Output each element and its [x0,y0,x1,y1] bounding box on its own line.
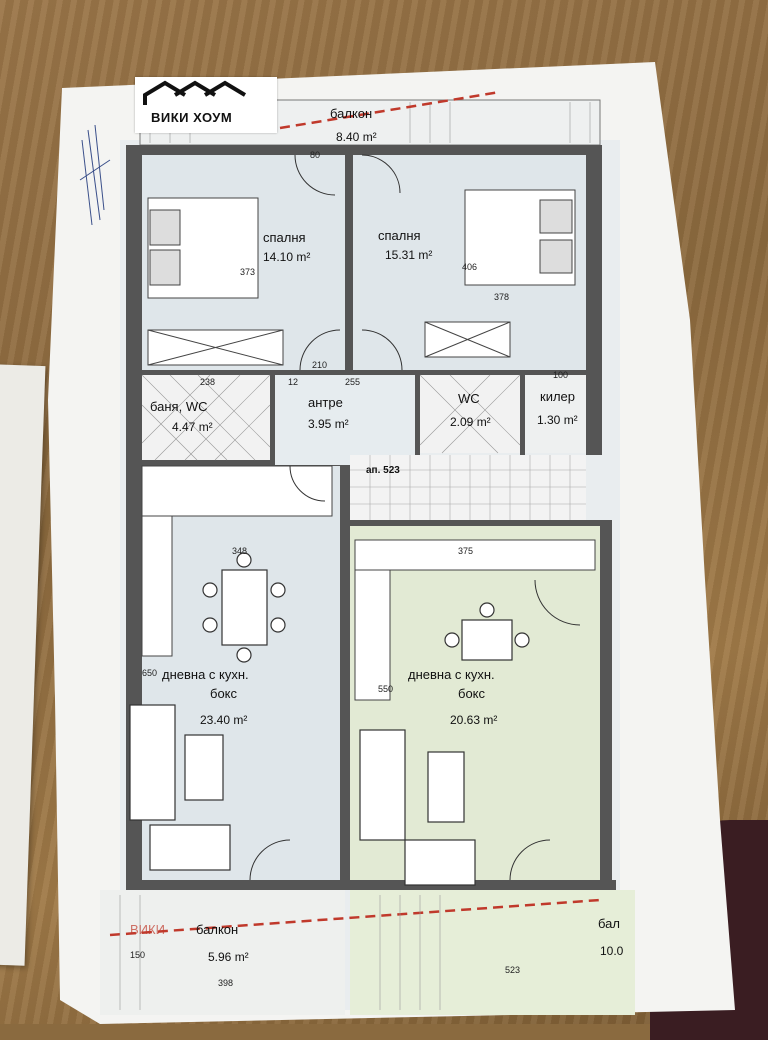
walls [126,145,616,890]
living1-name-line1: дневна с кухн. [162,667,249,682]
balcony-top-area: 8.40 m² [336,130,377,144]
bedroom1-name: спалня [263,230,306,245]
dim-373: 373 [240,267,256,277]
bed-furniture [147,189,576,299]
bath-tiles [141,374,271,461]
sofas [129,704,476,886]
wc-area: 2.09 m² [450,415,491,429]
living1-area: 23.40 m² [200,713,248,727]
dim-398: 398 [218,978,234,988]
bedroom2-area: 15.31 m² [385,248,433,262]
balcony-red-line-bottom [109,898,601,937]
living2-name-line1: дневна с кухн. [408,667,495,682]
bath-area: 4.47 m² [172,420,213,434]
landing-floor [350,455,586,520]
storage-area: 1.30 m² [537,413,578,427]
balcony-bottom-left [100,890,345,1015]
balcony-bl-area: 5.96 m² [208,950,249,964]
balcony-bottom-hatch [119,895,441,1010]
dim-12: 12 [288,377,299,387]
dim-348: 348 [232,546,248,556]
balcony-br-name: бал [598,916,620,931]
balcony-watermark: ВИКИ [130,922,165,937]
pencil-scribble [79,124,111,226]
entry-floor [275,375,415,465]
stairs-label: ап. 523 [366,465,400,476]
company-logo: ВИКИ ХОУМ [135,77,277,133]
balcony-bl-name: балкон [196,922,239,937]
living1-name-line2: бокс [210,686,238,701]
storage-floor [525,375,586,453]
landing-grid [350,455,586,520]
dim-80: 80 [310,150,321,160]
dim-210: 210 [312,360,328,370]
dim-238: 238 [200,377,216,387]
bedroom1-area: 14.10 m² [263,250,311,264]
house-roof-icon [143,80,247,105]
balcony-br-area: 10.0 [600,944,624,958]
kitchen-counters [141,465,596,701]
balcony-bottom-right [350,890,635,1015]
dim-550: 550 [378,684,394,694]
dim-378: 378 [494,292,510,302]
dim-150: 150 [130,950,146,960]
wc-name: WC [458,391,480,406]
bath-floor [142,375,270,460]
wc-floor [420,375,520,453]
dim-100: 100 [553,370,569,380]
entry-name: антре [308,395,343,410]
wc-tiles [419,374,521,454]
logo-text: ВИКИ ХОУМ [151,110,233,125]
dim-406: 406 [462,262,478,272]
dim-255: 255 [345,377,361,387]
entry-area: 3.95 m² [308,417,349,431]
bath-name: баня, WC [150,399,208,414]
dining-tables [202,552,530,663]
dim-523: 523 [505,965,521,975]
dim-650: 650 [142,668,158,678]
living2-area: 20.63 m² [450,713,498,727]
bedroom2-name: спалня [378,228,421,243]
wardrobes [147,321,511,366]
dim-375: 375 [458,546,474,556]
balcony-red-line-top [279,90,501,130]
storage-name: килер [540,389,575,404]
door-swings [249,154,581,881]
balcony-top-name: балкон [330,106,373,121]
living2-name-line2: бокс [458,686,486,701]
